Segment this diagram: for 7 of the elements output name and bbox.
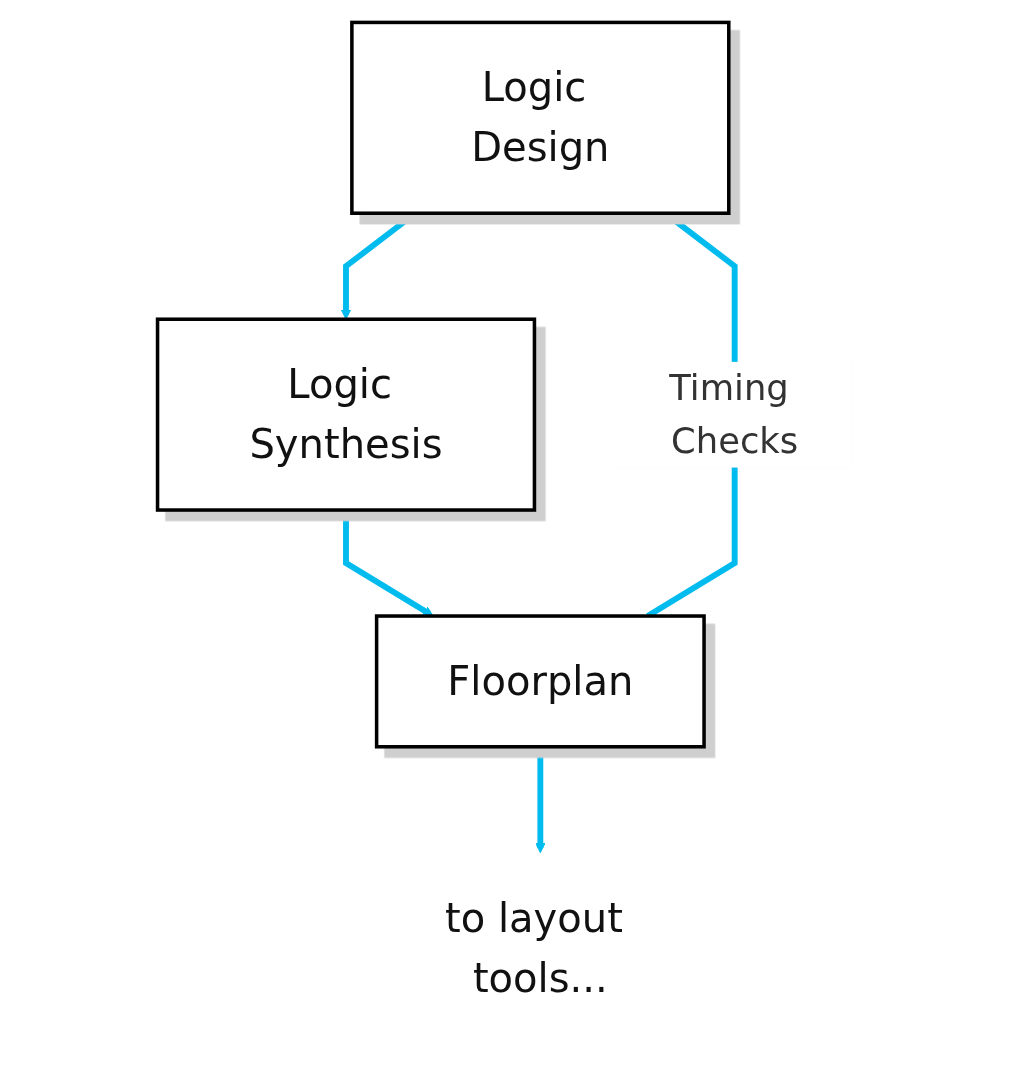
node-box: Logic Synthesis	[155, 317, 537, 512]
node-box: Floorplan	[374, 614, 706, 749]
node-box: Logic Design	[350, 20, 731, 215]
arrow	[535, 746, 546, 854]
node-text: to layout tools...	[445, 894, 623, 1002]
arrow	[343, 510, 434, 617]
edge-label: Timing Checks	[669, 367, 799, 462]
